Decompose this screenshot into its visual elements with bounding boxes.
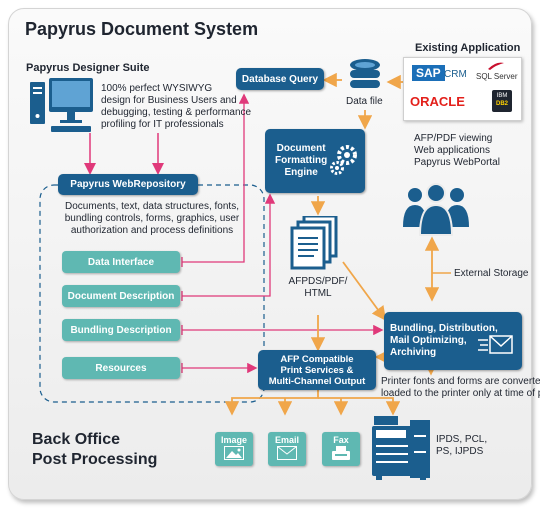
fast-mail-icon	[478, 335, 513, 354]
ibm-db2-logo: IBM DB2	[492, 90, 512, 112]
engine-line: Formatting	[275, 155, 328, 166]
afp-compatible-line: AFP Compatible	[280, 353, 354, 365]
document-formatting-engine-box: Document Formatting Engine	[265, 129, 365, 193]
document-stack-icon	[290, 216, 338, 270]
afp-output-label: AFPDS/PDF/ HTML	[288, 276, 348, 300]
viewing-options: AFP/PDF viewing Web applications Papyrus…	[414, 133, 500, 169]
database-query-box: Database Query	[236, 68, 324, 90]
designer-desc-line: debugging, testing & performance	[101, 107, 252, 118]
viewing-line: AFP/PDF viewing	[414, 133, 493, 144]
repository-description: Documents, text, data structures, fonts,…	[44, 201, 260, 237]
email-output-box: Email	[268, 432, 306, 466]
repository-desc-line: Documents, text, data structures, fonts,	[65, 201, 239, 212]
designer-desc-line: design for Business Users and	[101, 95, 237, 106]
db2-logo-text: DB2	[495, 101, 508, 107]
users-group-icon	[403, 183, 469, 236]
afp-compatible-box: AFP Compatible Print Services & Multi-Ch…	[258, 350, 376, 390]
printer-icon	[372, 416, 430, 480]
back-office-heading: Back Office Post Processing	[32, 430, 157, 470]
repository-desc-line: authorization and process definitions	[70, 225, 234, 236]
printer-note-line: loaded to the printer only at time of pr…	[381, 388, 540, 399]
image-output-label: Image	[220, 435, 247, 445]
engine-line: Engine	[284, 167, 318, 178]
repository-desc-line: bundling controls, forms, graphics, user	[64, 213, 240, 224]
image-icon	[224, 446, 244, 460]
printer-note: Printer fonts and forms are converted an…	[381, 376, 540, 400]
data-interface-box: Data Interface	[62, 251, 180, 273]
image-output-box: Image	[215, 432, 253, 466]
back-office-line: Post Processing	[32, 451, 158, 468]
external-storage-label: External Storage	[454, 268, 529, 279]
gears-icon	[330, 145, 357, 175]
database-icon	[350, 59, 380, 88]
diagram-title: Papyrus Document System	[25, 19, 259, 39]
email-output-label: Email	[274, 435, 299, 445]
bundling-line: Bundling, Distribution,	[390, 323, 498, 334]
sql-server-logo: SQL Server	[476, 72, 518, 81]
repository-frame	[39, 184, 265, 403]
designer-description: 100% perfect WYSIWYG design for Business…	[101, 83, 251, 131]
viewing-line: Papyrus WebPortal	[414, 157, 500, 168]
fax-output-label: Fax	[333, 435, 349, 445]
papyrus-webrepository-box: Papyrus WebRepository	[58, 174, 198, 195]
bundling-line: Mail Optimizing,	[390, 335, 467, 346]
afp-compatible-line: Print Services &	[280, 364, 354, 376]
crm-logo-text: CRM	[444, 69, 467, 80]
designer-desc-line: profiling for IT professionals	[101, 119, 224, 130]
fax-output-box: Fax	[322, 432, 360, 466]
print-formats: IPDS, PCL, PS, IJPDS	[436, 434, 487, 458]
afp-output-line: HTML	[304, 288, 332, 299]
ibm-logo-text: IBM	[496, 93, 508, 99]
bundling-distribution-box: Bundling, Distribution, Mail Optimizing,…	[384, 312, 522, 370]
envelope-icon	[277, 446, 297, 460]
print-format-line: PS, IJPDS	[436, 446, 484, 457]
sap-logo: SAP	[412, 65, 445, 81]
resources-box: Resources	[62, 357, 180, 379]
designer-desc-line: 100% perfect WYSIWYG	[101, 83, 213, 94]
bundling-line: Archiving	[390, 347, 437, 358]
viewing-line: Web applications	[414, 145, 490, 156]
print-format-line: IPDS, PCL,	[436, 434, 488, 445]
back-office-line: Back Office	[32, 431, 121, 448]
afp-compatible-line: Multi-Channel Output	[268, 375, 366, 387]
afp-output-line: AFPDS/PDF/	[288, 276, 348, 287]
printer-note-line: Printer fonts and forms are converted an…	[381, 376, 540, 387]
computer-icon	[30, 78, 93, 132]
existing-application-heading: Existing Application	[415, 42, 521, 54]
bundling-description-box: Bundling Description	[62, 319, 180, 341]
sql-server-icon	[488, 62, 504, 70]
existing-application-logos: SAP CRM SQL Server ORACLE IBM DB2	[403, 57, 522, 121]
oracle-logo: ORACLE	[410, 94, 465, 109]
designer-suite-heading: Papyrus Designer Suite	[26, 62, 150, 74]
fax-icon	[332, 446, 350, 460]
data-file-label: Data file	[346, 96, 383, 107]
document-description-box: Document Description	[62, 285, 180, 307]
engine-line: Document	[276, 143, 326, 154]
